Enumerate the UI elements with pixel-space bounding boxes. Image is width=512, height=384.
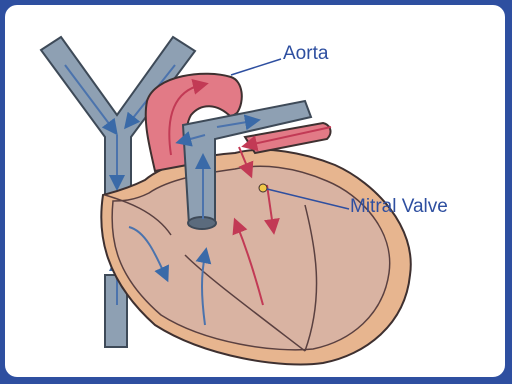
aorta-label: Aorta [283,43,329,64]
diagram-frame: Aorta Mitral Valve [3,3,507,379]
heart-body [101,150,410,365]
mitral-valve-marker [259,184,267,192]
mitral-valve-label: Mitral Valve [350,196,448,217]
heart-diagram: Aorta Mitral Valve [5,5,505,377]
aorta-leader-line [231,59,281,75]
